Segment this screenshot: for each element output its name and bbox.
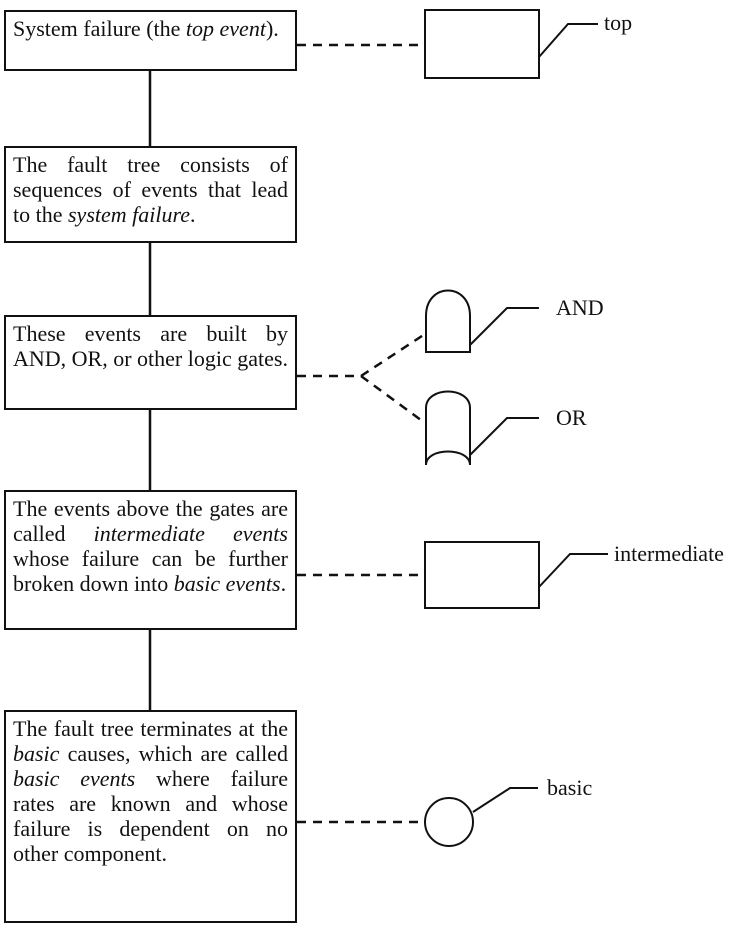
step-text-fault-tree-1: system failure [68, 202, 190, 227]
step-text-intermediate-events-0: The events above the gates are called [13, 496, 288, 546]
step-text-basic-events-4: where failure rates are known and whose … [13, 766, 288, 866]
step-text-intermediate-events-3: basic events [173, 571, 281, 596]
step-text-logic-gates-0: These events are built by AND, OR, or ot… [13, 321, 288, 371]
step-box-intermediate-events: The events above the gates are called in… [4, 490, 297, 630]
step-text-intermediate-events-1: intermedi­ate events [93, 521, 288, 546]
and-gate-label: AND [556, 295, 604, 320]
step-text-intermediate-events-4: . [280, 571, 287, 596]
top-event-label: top [604, 10, 633, 35]
or-label-leader [469, 417, 539, 456]
step-text-basic-events-3: basic events [13, 766, 136, 791]
top-label-leader [538, 23, 598, 58]
intermediate-event-label: intermediate [614, 541, 724, 566]
step-text-fault-tree-0: The fault tree consists of sequences of … [13, 152, 288, 227]
dashed-branch-and [360, 332, 426, 378]
step-box-logic-gates: These events are built by AND, OR, or ot… [4, 315, 297, 410]
step-text-basic-events-0: The fault tree terminates at the [13, 716, 288, 741]
basic-label-leader [472, 787, 538, 813]
step-text-system-failure-2: ). [265, 16, 279, 41]
dashed-branch-or [360, 374, 426, 425]
step-text-system-failure-0: System failure (the [13, 16, 186, 41]
intermediate-event-symbol [424, 541, 540, 609]
and-label-leader [469, 307, 539, 346]
basic-event-label: basic [547, 775, 593, 800]
or-gate-symbol [425, 390, 471, 466]
step-box-fault-tree: The fault tree consists of sequences of … [4, 146, 297, 243]
step-box-basic-events: The fault tree terminates at the basic c… [4, 710, 297, 923]
basic-event-symbol [424, 797, 474, 847]
step-box-system-failure: System failure (the top event). [4, 10, 297, 71]
step-text-system-failure-1: top event [185, 16, 266, 41]
or-gate-label: OR [556, 405, 587, 430]
and-gate-symbol [425, 289, 471, 353]
intermediate-label-leader [538, 553, 608, 588]
step-text-fault-tree-2: . [190, 202, 196, 227]
step-text-basic-events-2: causes, which are called [59, 741, 288, 766]
step-text-basic-events-1: basic [13, 741, 60, 766]
step-text-intermediate-events-2: whose failure can be further broken down… [13, 546, 288, 596]
top-event-symbol [424, 9, 540, 79]
